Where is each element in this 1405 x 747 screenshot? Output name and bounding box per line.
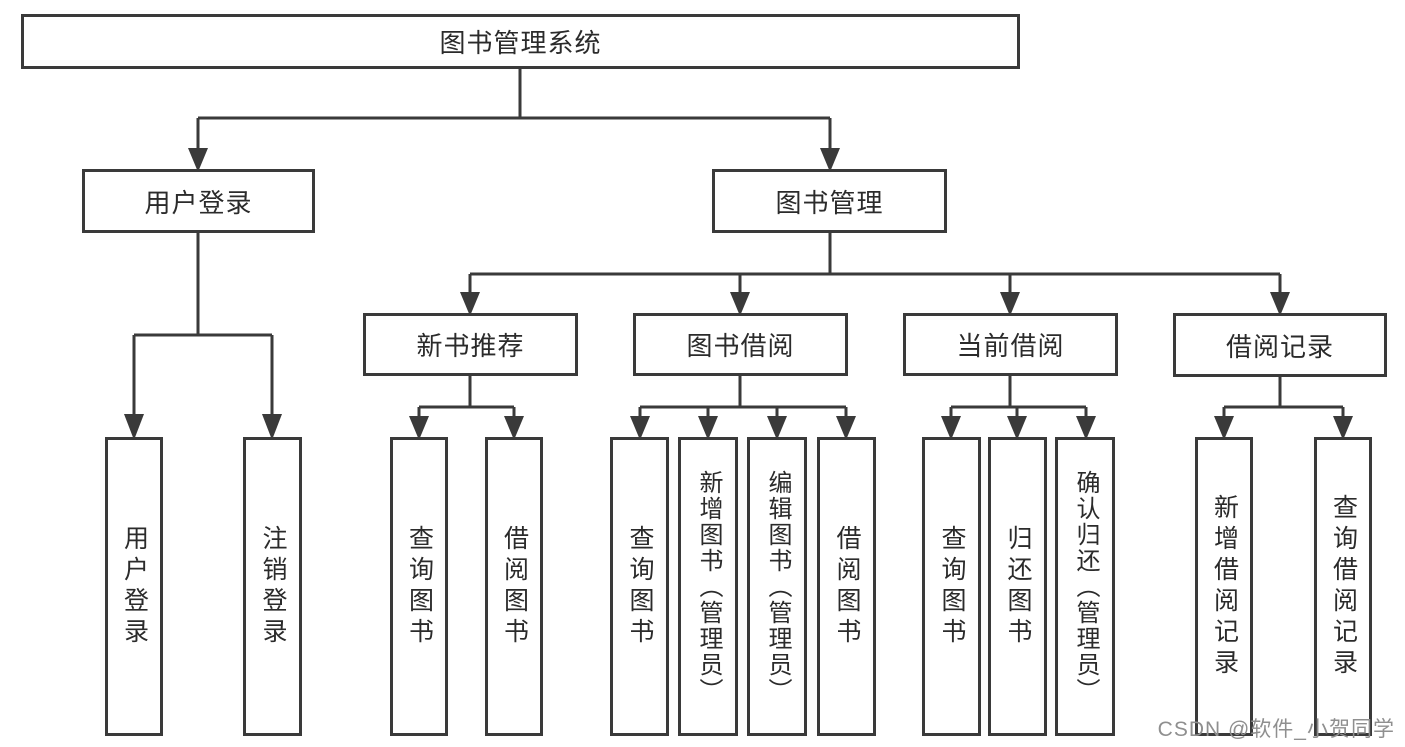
leaf-current-return-books: 归还图书: [988, 437, 1047, 736]
leaf-records-query-record: 查询借阅记录: [1314, 437, 1372, 736]
node-new-book-recommend: 新书推荐: [363, 313, 578, 376]
leaf-borrowing-query-books: 查询图书: [610, 437, 669, 736]
node-user-login: 用户登录: [82, 169, 315, 233]
leaf-current-query-books: 查询图书: [922, 437, 981, 736]
node-book-borrowing: 图书借阅: [633, 313, 848, 376]
leaf-current-query-books-label: 查询图书: [938, 524, 966, 649]
leaf-borrowing-add-books-admin-label: 新增图书（管理员）: [695, 469, 722, 704]
leaf-records-add-record: 新增借阅记录: [1195, 437, 1253, 736]
node-borrowing-records-label: 借阅记录: [1225, 331, 1334, 362]
leaf-borrowing-query-books-label: 查询图书: [626, 524, 654, 649]
leaf-recommend-borrow-books: 借阅图书: [485, 437, 543, 736]
leaf-records-add-record-label: 新增借阅记录: [1210, 493, 1239, 680]
node-book-borrowing-label: 图书借阅: [686, 331, 795, 361]
leaf-current-return-books-label: 归还图书: [1004, 524, 1032, 649]
leaf-borrowing-edit-books-admin-label: 编辑图书（管理员）: [764, 469, 791, 704]
connector-elbows: [132, 68, 1345, 418]
node-book-management: 图书管理: [712, 169, 947, 233]
node-current-borrowing: 当前借阅: [903, 313, 1118, 376]
leaf-current-confirm-return-admin: 确认归还（管理员）: [1055, 437, 1115, 736]
leaf-current-confirm-return-admin-label: 确认归还（管理员）: [1072, 469, 1099, 704]
node-user-login-label: 用户登录: [144, 187, 253, 218]
leaf-logout: 注销登录: [243, 437, 302, 736]
arrowheads: [124, 148, 1353, 440]
node-borrowing-records: 借阅记录: [1173, 313, 1387, 377]
node-book-management-label: 图书管理: [775, 187, 884, 218]
leaf-user-login-label: 用户登录: [120, 524, 149, 649]
node-root-label: 图书管理系统: [439, 28, 602, 58]
leaf-borrowing-edit-books-admin: 编辑图书（管理员）: [747, 437, 807, 736]
leaf-recommend-borrow-books-label: 借阅图书: [500, 524, 529, 649]
node-new-book-recommend-label: 新书推荐: [416, 331, 525, 361]
leaf-logout-label: 注销登录: [259, 524, 287, 649]
csdn-watermark: CSDN @软件_小贺同学: [1157, 718, 1395, 741]
leaf-user-login: 用户登录: [105, 437, 163, 736]
node-root-system: 图书管理系统: [21, 14, 1020, 69]
leaf-records-query-record-label: 查询借阅记录: [1329, 493, 1358, 680]
leaf-borrowing-borrow-books-label: 借阅图书: [833, 524, 861, 649]
leaf-borrowing-borrow-books: 借阅图书: [817, 437, 876, 736]
leaf-recommend-query-books: 查询图书: [390, 437, 448, 736]
leaf-borrowing-add-books-admin: 新增图书（管理员）: [678, 437, 738, 736]
leaf-recommend-query-books-label: 查询图书: [405, 524, 434, 649]
node-current-borrowing-label: 当前借阅: [956, 331, 1065, 361]
